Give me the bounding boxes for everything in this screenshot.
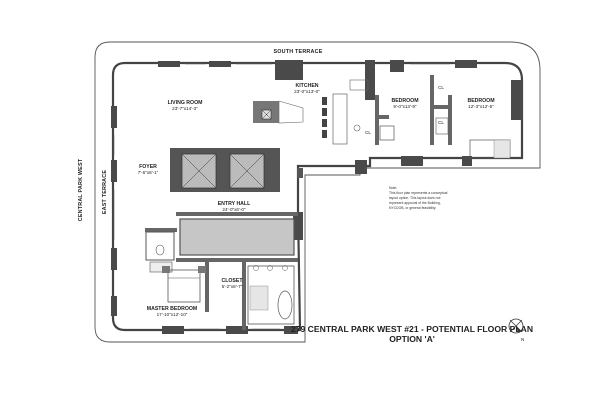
- interior-walls: [145, 75, 452, 330]
- bedroom-bath: [379, 117, 511, 159]
- closet-label: CLOSET: [221, 278, 243, 284]
- terrace-outline: [94, 41, 541, 343]
- plan-note: Note: This floor plan represents a conce…: [389, 186, 448, 210]
- bedroom-1-dims: 9'-0"x13'-9": [393, 104, 417, 109]
- closet-dims: 5'-2"x8'-7": [222, 284, 243, 289]
- kitchen-dims: 23'-0"x13'-0": [294, 89, 320, 94]
- exterior-wall: [111, 61, 524, 332]
- powder-room: [145, 231, 175, 273]
- svg-text:This floor plan represents a c: This floor plan represents a conceptual: [389, 191, 448, 195]
- street-central-park-west: CENTRAL PARK WEST: [78, 158, 84, 221]
- plan-title: 279 CENTRAL PARK WEST #21 - POTENTIAL FL…: [291, 324, 533, 334]
- closet-tag: CL: [438, 120, 444, 125]
- compass-north-label: N: [521, 337, 524, 342]
- closet-tag: CL: [438, 85, 444, 90]
- entry-hall-gallery: [179, 218, 295, 256]
- kitchen-fixtures: [253, 79, 369, 145]
- kitchen-label: KITCHEN: [295, 83, 318, 89]
- master-bath: [247, 265, 295, 325]
- street-east-terrace: EAST TERRACE: [102, 170, 108, 215]
- entry-hall-label: ENTRY HALL: [218, 201, 251, 207]
- wall-piers: [111, 60, 523, 334]
- svg-text:layout option. This layout doe: layout option. This layout does not: [389, 196, 440, 200]
- bedroom-2-label: BEDROOM: [467, 98, 494, 104]
- plan-subtitle: OPTION 'A': [389, 334, 435, 344]
- bedroom-1-label: BEDROOM: [391, 98, 418, 104]
- foyer-label: FOYER: [139, 164, 157, 170]
- living-room-label: LIVING ROOM: [168, 100, 203, 106]
- entry-hall-dims: 24'-0"x6'-0": [222, 207, 246, 212]
- bedroom-2-dims: 12'-3"x12'-5": [468, 104, 494, 109]
- street-south-terrace: SOUTH TERRACE: [273, 49, 322, 55]
- master-bed: [162, 266, 206, 303]
- master-bedroom-dims: 17'-10"x12'-10": [157, 312, 188, 317]
- svg-text:Note:: Note:: [389, 186, 397, 190]
- master-bedroom-label: MASTER BEDROOM: [147, 306, 197, 312]
- svg-text:represent approval of the Buil: represent approval of the Building,: [389, 201, 441, 205]
- svg-text:NYCDOB, or general feasibility: NYCDOB, or general feasibility.: [389, 206, 436, 210]
- windows: [113, 63, 450, 330]
- living-room-dims: 23'-7"x14'-3": [172, 106, 198, 111]
- elevator-core: [170, 148, 303, 192]
- closet-tag: CL: [365, 130, 371, 135]
- compass-icon: [508, 318, 524, 334]
- foyer-dims: 7'-6"x8'-1": [138, 170, 159, 175]
